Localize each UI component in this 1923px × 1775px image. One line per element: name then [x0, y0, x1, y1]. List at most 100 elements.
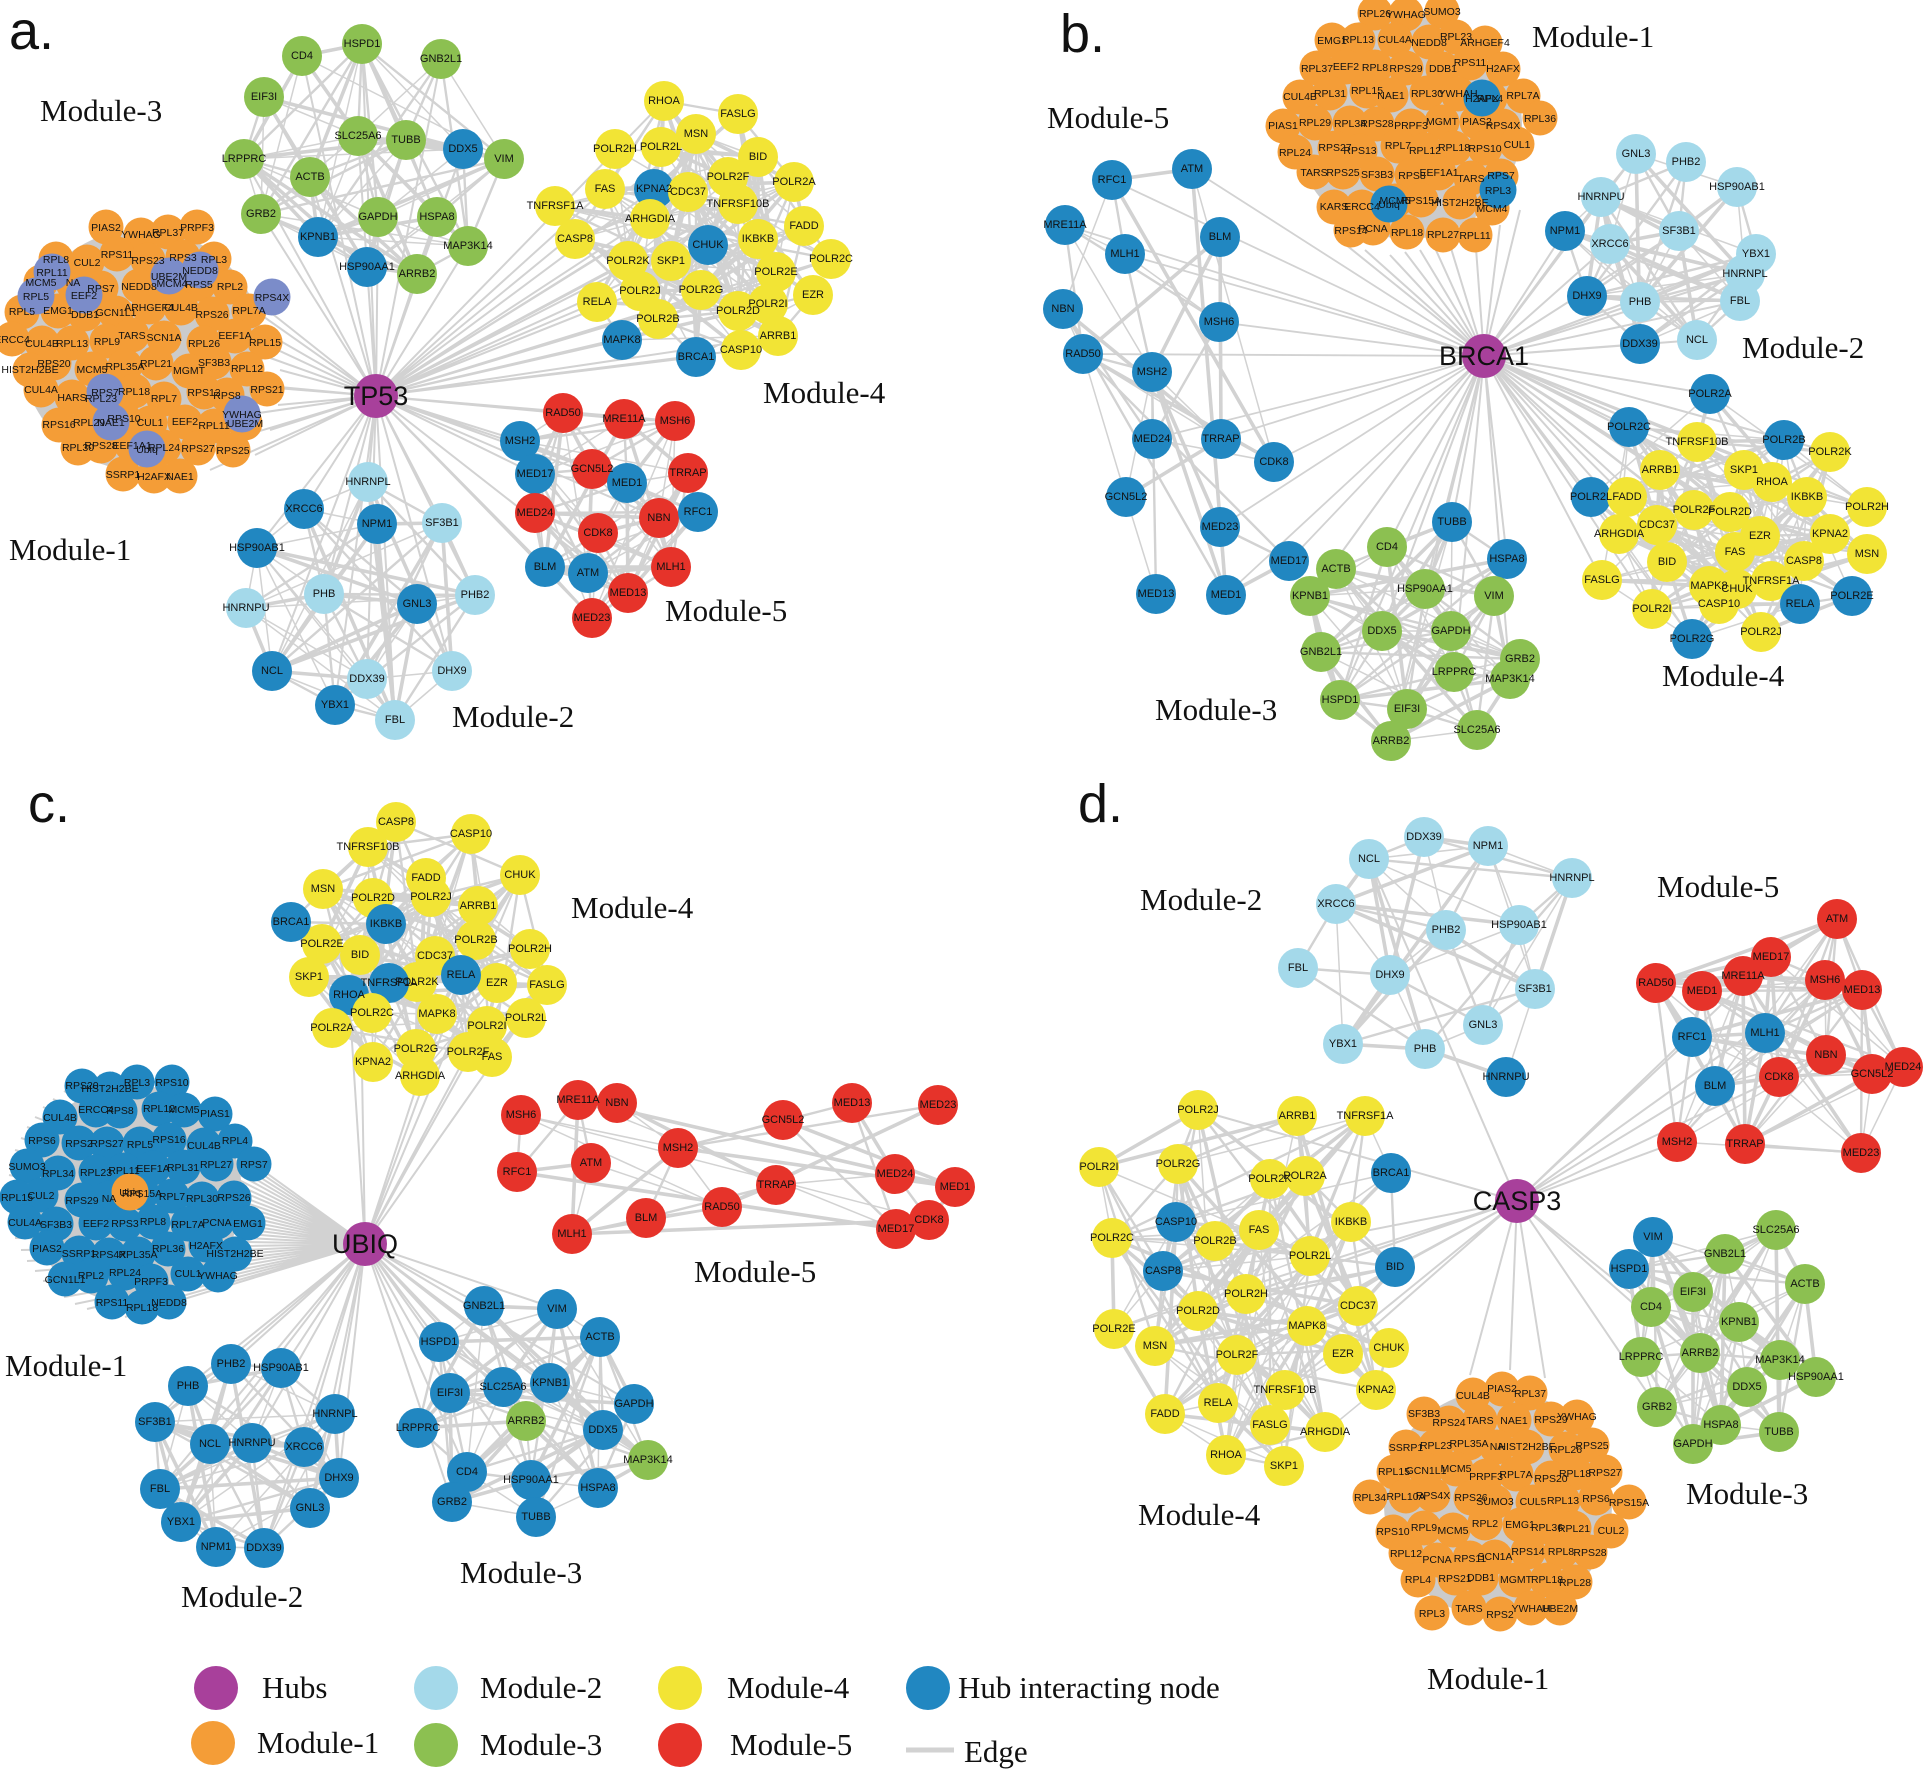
svg-text:RPS10: RPS10 [1376, 1526, 1409, 1538]
svg-text:HNRNPU: HNRNPU [228, 1437, 275, 1449]
svg-text:KPNA2: KPNA2 [355, 1056, 391, 1068]
svg-text:Module-3: Module-3 [480, 1727, 602, 1762]
svg-text:BLM: BLM [1704, 1080, 1727, 1092]
svg-text:HNRNPU: HNRNPU [1482, 1071, 1529, 1083]
svg-text:RPL23: RPL23 [1440, 31, 1472, 43]
svg-text:IKBKB: IKBKB [742, 233, 774, 245]
svg-text:RPL4: RPL4 [1405, 1574, 1431, 1586]
svg-text:MSH2: MSH2 [1662, 1136, 1693, 1148]
svg-text:NPM1: NPM1 [1473, 840, 1504, 852]
svg-text:MCM5: MCM5 [77, 364, 108, 376]
svg-text:RPL35A: RPL35A [1449, 1438, 1488, 1450]
svg-text:TNFRSF10B: TNFRSF10B [707, 198, 770, 210]
svg-text:RPS11: RPS11 [1454, 57, 1487, 69]
svg-text:TARS: TARS [1466, 1415, 1493, 1427]
svg-text:MCM5: MCM5 [1438, 1525, 1469, 1537]
svg-text:XRCC6: XRCC6 [285, 1441, 322, 1453]
svg-text:SF3B3: SF3B3 [40, 1219, 72, 1231]
svg-text:FASLG: FASLG [1252, 1419, 1287, 1431]
svg-text:RPL37: RPL37 [152, 227, 184, 239]
svg-text:RPS29: RPS29 [1389, 63, 1422, 75]
svg-text:BRCA1: BRCA1 [273, 916, 310, 928]
svg-text:PRPF3: PRPF3 [1469, 1471, 1503, 1483]
svg-text:GNL3: GNL3 [296, 1502, 325, 1514]
svg-text:TNFRSF1A: TNFRSF1A [1743, 575, 1801, 587]
svg-text:CUL4B: CUL4B [25, 338, 59, 350]
svg-text:ARHGDIA: ARHGDIA [625, 213, 676, 225]
svg-text:SF3B3: SF3B3 [1361, 169, 1393, 181]
svg-text:MED1: MED1 [940, 1181, 971, 1193]
svg-text:CD4: CD4 [1640, 1301, 1662, 1313]
svg-text:HSP90AB1: HSP90AB1 [1491, 919, 1547, 931]
svg-text:XRCC6: XRCC6 [1317, 898, 1354, 910]
svg-text:TNFRSF1A: TNFRSF1A [1337, 1110, 1395, 1122]
svg-text:KPNA2: KPNA2 [1358, 1384, 1394, 1396]
svg-text:EZR: EZR [802, 289, 824, 301]
svg-text:CUL5: CUL5 [1520, 1496, 1547, 1508]
svg-text:LRPPRC: LRPPRC [1619, 1351, 1664, 1363]
svg-text:RPL12: RPL12 [231, 363, 263, 375]
svg-text:RPS3: RPS3 [169, 252, 197, 264]
svg-text:FAS: FAS [595, 183, 616, 195]
svg-text:XRCC6: XRCC6 [1591, 238, 1628, 250]
svg-text:YWHAH: YWHAH [1438, 88, 1477, 100]
svg-text:RPL7A: RPL7A [1506, 90, 1539, 102]
svg-text:DDX39: DDX39 [246, 1542, 281, 1554]
svg-text:SF3B1: SF3B1 [138, 1416, 172, 1428]
svg-text:EIF3I: EIF3I [437, 1387, 463, 1399]
svg-text:SKP1: SKP1 [1730, 464, 1758, 476]
svg-text:POLR2L: POLR2L [505, 1012, 547, 1024]
svg-text:MED13: MED13 [834, 1097, 871, 1109]
svg-text:GCN5L2: GCN5L2 [1851, 1068, 1894, 1080]
svg-text:CDC37: CDC37 [417, 950, 453, 962]
svg-text:GNL3: GNL3 [403, 598, 432, 610]
svg-text:TUBB: TUBB [1764, 1426, 1793, 1438]
svg-text:POLR2L: POLR2L [1570, 491, 1612, 503]
svg-text:HSPA8: HSPA8 [419, 211, 454, 223]
svg-text:RPL11: RPL11 [108, 1165, 139, 1177]
svg-text:DDB1: DDB1 [1429, 63, 1457, 75]
svg-text:RPS25: RPS25 [216, 445, 249, 457]
svg-text:RPS15A: RPS15A [1609, 1497, 1649, 1509]
svg-text:FADD: FADD [1612, 491, 1641, 503]
svg-text:RPL30: RPL30 [62, 442, 94, 454]
svg-text:Module-4: Module-4 [1138, 1497, 1261, 1532]
svg-text:ERCC4: ERCC4 [0, 334, 30, 346]
svg-text:SUMO3: SUMO3 [1423, 6, 1461, 18]
svg-text:RPL7A: RPL7A [232, 305, 265, 317]
svg-text:GCN1L1: GCN1L1 [45, 1274, 86, 1286]
svg-text:NEDD8: NEDD8 [1411, 37, 1447, 49]
svg-text:MRE11A: MRE11A [602, 413, 646, 425]
svg-text:Module-2: Module-2 [181, 1579, 303, 1614]
svg-text:RPL21: RPL21 [1558, 1523, 1590, 1535]
svg-text:BLM: BLM [635, 1212, 658, 1224]
svg-text:CASP8: CASP8 [1145, 1265, 1181, 1277]
svg-text:RPL18: RPL18 [118, 386, 150, 398]
svg-text:TUBB: TUBB [521, 1511, 550, 1523]
svg-text:RPS27: RPS27 [90, 1138, 123, 1150]
svg-text:RPS26: RPS26 [217, 1192, 250, 1204]
svg-text:RFC1: RFC1 [1678, 1031, 1707, 1043]
svg-text:HIST2H2BE: HIST2H2BE [81, 1083, 138, 1095]
svg-text:YBX1: YBX1 [1742, 248, 1770, 260]
svg-text:DDB1: DDB1 [71, 309, 99, 321]
svg-text:KPNB1: KPNB1 [300, 231, 336, 243]
svg-text:MSN: MSN [684, 128, 709, 140]
svg-text:POLR2I: POLR2I [748, 298, 787, 310]
svg-text:RPL23: RPL23 [80, 1167, 112, 1179]
svg-text:POLR2L: POLR2L [640, 141, 682, 153]
svg-text:RAD50: RAD50 [704, 1201, 739, 1213]
svg-text:ARHGDIA: ARHGDIA [1300, 1426, 1351, 1438]
svg-text:MED1: MED1 [612, 477, 643, 489]
svg-text:SSRP1: SSRP1 [1389, 1442, 1424, 1454]
svg-text:RPS14: RPS14 [1334, 225, 1367, 237]
svg-text:LRPPRC: LRPPRC [1432, 666, 1477, 678]
svg-text:RHOA: RHOA [648, 95, 680, 107]
svg-text:CUL1: CUL1 [1504, 139, 1531, 151]
svg-text:EEF2: EEF2 [83, 1218, 109, 1230]
svg-text:RPS25: RPS25 [1326, 167, 1359, 179]
svg-text:ACTB: ACTB [1321, 563, 1350, 575]
svg-text:RPL27: RPL27 [200, 1159, 232, 1171]
svg-text:VIM: VIM [494, 153, 514, 165]
svg-text:RPL18: RPL18 [1531, 1574, 1563, 1586]
